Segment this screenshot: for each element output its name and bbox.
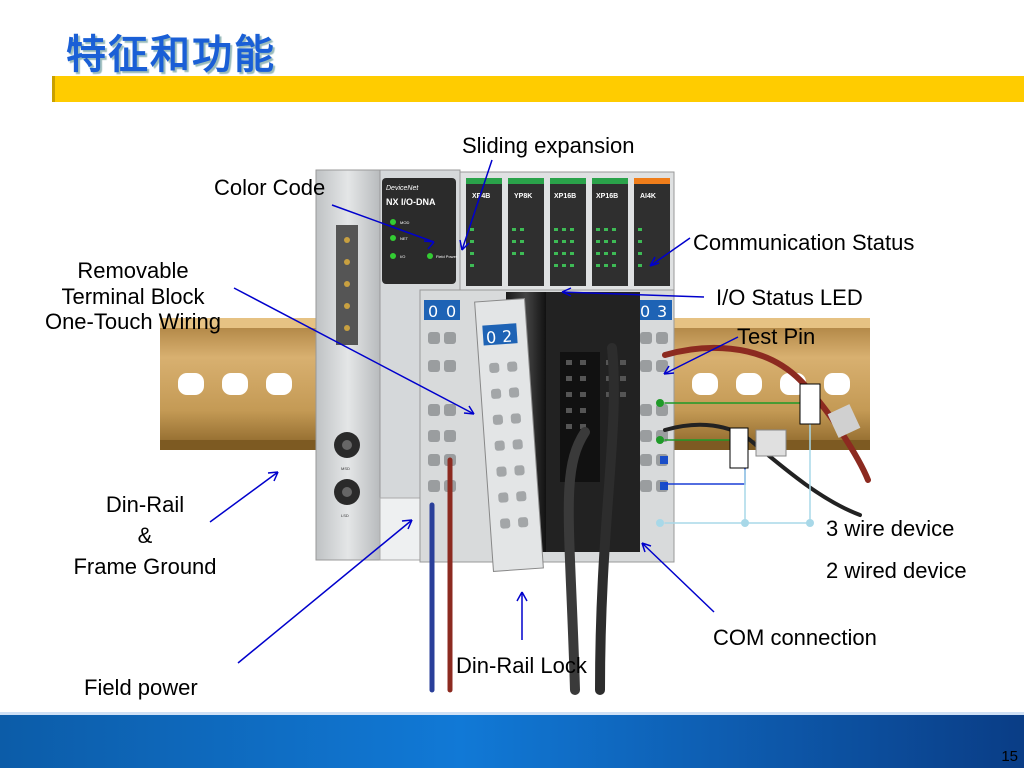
module-label-2: YP8K	[514, 193, 532, 200]
slide-title: 特征和功能	[66, 32, 276, 78]
led-label-io: I/O	[400, 254, 405, 259]
label-one-touch-wiring: One-Touch Wiring	[44, 309, 222, 334]
label-test-pin: Test Pin	[737, 324, 816, 349]
label-terminal-block: Terminal Block	[61, 284, 205, 309]
digit-left-2: 0	[446, 302, 456, 321]
footer-divider	[0, 712, 1024, 715]
label-field-power: Field power	[84, 675, 198, 700]
label-three-wire-device: 3 wire device	[826, 516, 955, 541]
terminal-blocks: 0 0 0 3	[419, 289, 675, 572]
three-wire-device-box	[799, 383, 821, 425]
digit-block-1: 0	[486, 328, 497, 348]
label-sliding-expansion: Sliding expansion	[462, 133, 635, 158]
footer-bar	[0, 715, 1024, 768]
label-communication-status: Communication Status	[693, 230, 915, 255]
digit-block-2: 2	[501, 327, 512, 347]
module-label-4: XP16B	[596, 193, 618, 200]
label-two-wired-device: 2 wired device	[826, 558, 967, 583]
io-module-tops: XP4B YP8K XP16B XP16B AI4K	[459, 171, 675, 291]
led-label-net: NET	[400, 236, 409, 241]
title-underline-bar	[52, 76, 1024, 102]
label-removable: Removable	[77, 258, 189, 283]
module-label-5: AI4K	[640, 193, 656, 200]
label-din-rail-lock: Din-Rail Lock	[456, 653, 587, 678]
module-label-1: XP4B	[472, 193, 490, 200]
label-ampersand: &	[137, 523, 153, 548]
callout-arrows	[209, 159, 739, 664]
limit-switch-icon	[755, 429, 787, 457]
two-wire-device-box	[729, 427, 749, 469]
led-label-field-power: Field Power	[436, 254, 458, 259]
label-din-rail: Din-Rail	[105, 492, 185, 517]
label-frame-ground: Frame Ground	[73, 554, 217, 579]
digit-right-2: 3	[657, 302, 667, 321]
module-label-3: XP16B	[554, 193, 576, 200]
brand-text: DeviceNet	[386, 185, 419, 192]
digit-right-1: 0	[640, 302, 650, 321]
label-com-connection: COM connection	[713, 625, 877, 650]
cables	[429, 343, 871, 695]
page-number: 15	[1001, 748, 1018, 765]
rotary-label-lsd: LSD	[341, 513, 349, 518]
led-label-mod: MOD	[400, 220, 409, 225]
label-color-code: Color Code	[214, 175, 326, 200]
label-io-status-led: I/O Status LED	[716, 285, 863, 310]
rotary-label-msd: MSD	[341, 466, 350, 471]
model-text: NX I/O-DNA	[386, 197, 436, 207]
digit-left-1: 0	[428, 302, 438, 321]
proximity-sensor-icon	[827, 404, 861, 438]
